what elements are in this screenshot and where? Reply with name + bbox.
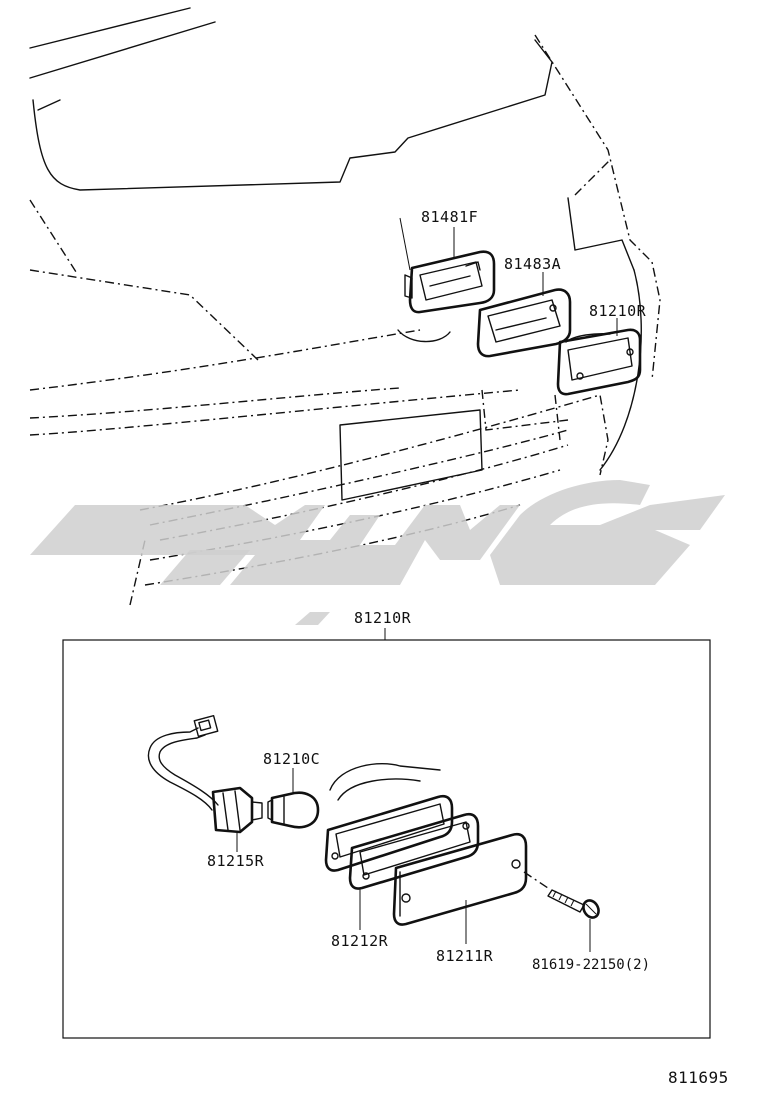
reflector-81483a bbox=[476, 288, 572, 358]
leader-lines-lower bbox=[359, 888, 591, 952]
reflector-81481f bbox=[404, 250, 496, 314]
marker-lamp-on-vehicle bbox=[556, 328, 642, 396]
label-81481f: 81481F bbox=[421, 208, 478, 226]
watermark-logo bbox=[30, 480, 725, 625]
lens-81211r bbox=[392, 832, 528, 926]
bulb-81210c bbox=[267, 791, 320, 829]
gasket-81212r bbox=[348, 812, 480, 890]
label-81211r: 81211R bbox=[436, 947, 494, 965]
label-81215r: 81215R bbox=[207, 852, 265, 870]
label-assembly-81210r: 81210R bbox=[354, 609, 412, 627]
leader-lines-upper bbox=[399, 217, 618, 336]
socket-wire-harness bbox=[147, 714, 263, 834]
label-81619-22150: 81619-22150(2) bbox=[532, 957, 650, 973]
label-81212r: 81212R bbox=[331, 932, 389, 950]
label-81483a: 81483A bbox=[504, 255, 561, 273]
lamp-housing bbox=[324, 763, 454, 872]
label-81210r-upper: 81210R bbox=[589, 302, 647, 320]
figure-code: 811695 bbox=[668, 1068, 729, 1087]
label-81210c: 81210C bbox=[263, 750, 320, 768]
screw-81619-22150 bbox=[523, 871, 600, 919]
exploded-view-frame bbox=[62, 639, 711, 1039]
